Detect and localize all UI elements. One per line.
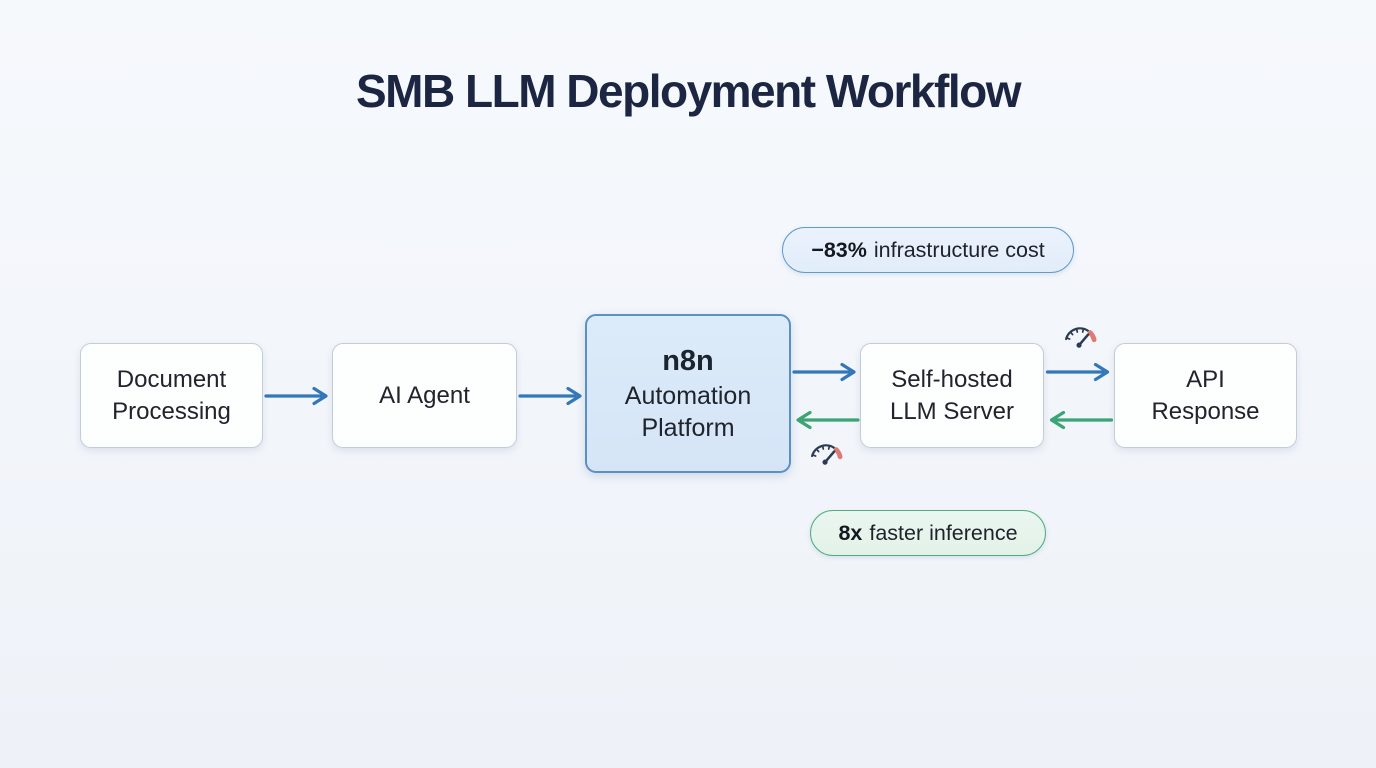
arrow-doc-to-agent <box>264 386 328 406</box>
arrow-llm-to-api <box>1045 362 1110 382</box>
speedometer-icon <box>811 444 843 465</box>
node-label-line: Processing <box>112 397 231 425</box>
cost-value: −83% <box>811 237 867 262</box>
arrow-n8n-to-llm <box>792 362 856 382</box>
node-label: AI Agent <box>379 381 470 409</box>
speedometer-icon <box>1065 327 1097 348</box>
arrow-llm-to-n8n-return <box>796 410 860 430</box>
node-document-processing: Document Processing <box>80 343 263 448</box>
node-api-response: API Response <box>1114 343 1297 448</box>
arrow-api-to-llm-return <box>1049 410 1114 430</box>
speed-value: 8x <box>838 520 863 545</box>
arrow-agent-to-n8n <box>518 386 582 406</box>
node-label-line: Document <box>116 366 227 394</box>
cost-label: infrastructure cost <box>873 237 1045 262</box>
page-title: SMB LLM Deployment Workflow <box>356 65 1022 117</box>
node-n8n-automation-platform: n8n Automation Platform <box>585 314 791 473</box>
n8n-subtitle: Automation Platform <box>624 382 752 443</box>
faster-inference-badge: 8x faster inference <box>810 510 1046 556</box>
node-label-line: LLM Server <box>889 397 1015 425</box>
node-self-hosted-llm-server: Self-hosted LLM Server <box>860 343 1044 448</box>
node-label-line: Response <box>1151 397 1260 425</box>
speed-label: faster inference <box>869 520 1018 545</box>
node-ai-agent: AI Agent <box>332 343 517 448</box>
infrastructure-cost-badge: −83% infrastructure cost <box>782 227 1074 273</box>
node-label-line: API <box>1186 366 1225 394</box>
node-label-line: Self-hosted <box>891 366 1013 394</box>
n8n-title: n8n <box>662 344 714 377</box>
